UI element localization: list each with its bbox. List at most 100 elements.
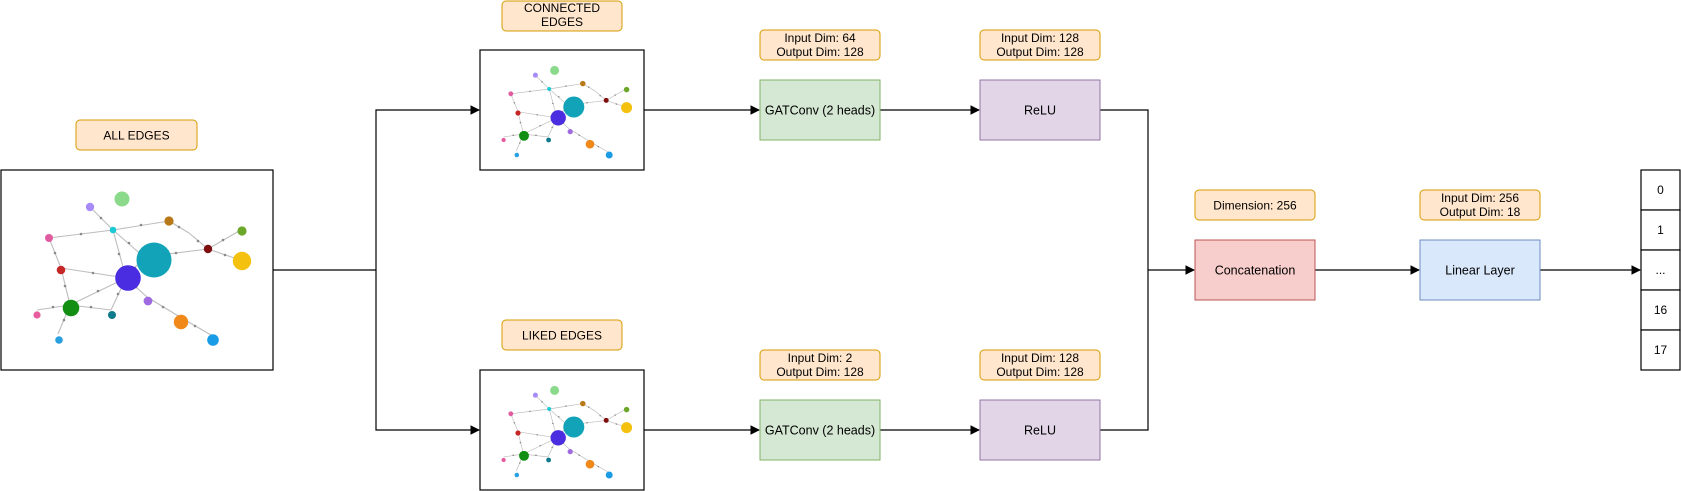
graph-node <box>207 334 219 346</box>
relu-bottom-block: ReLU <box>979 399 1101 461</box>
graph-nodes <box>501 385 633 479</box>
graph-node <box>56 265 66 275</box>
linear-layer-block: Linear Layer <box>1419 239 1541 301</box>
graph-node <box>114 191 130 207</box>
graph-node <box>164 216 174 226</box>
graph-node <box>563 416 585 438</box>
graph-node <box>550 385 560 395</box>
graph-node <box>623 86 630 93</box>
svg-text:Input Dim: 2: Input Dim: 2 <box>788 351 853 365</box>
graph-node <box>546 457 551 463</box>
svg-text:EDGES: EDGES <box>541 15 583 29</box>
graph-node <box>143 296 153 306</box>
graph-node <box>508 91 514 97</box>
graph-node <box>108 311 116 319</box>
svg-text:Output Dim: 128: Output Dim: 128 <box>996 45 1084 59</box>
connected-edges-label: CONNECTED EDGES <box>501 0 623 32</box>
svg-text:ReLU: ReLU <box>1024 424 1056 438</box>
svg-text:0: 0 <box>1657 183 1664 197</box>
graph-node <box>519 450 529 461</box>
svg-text:Input Dim: 128: Input Dim: 128 <box>1001 351 1079 365</box>
graph-node <box>501 457 506 463</box>
merge-top-connector <box>1100 109 1149 270</box>
branch-top-connector <box>375 105 480 270</box>
svg-text:1: 1 <box>1657 223 1664 237</box>
graph-node <box>514 472 520 478</box>
svg-text:Concatenation: Concatenation <box>1215 264 1296 278</box>
graph-node <box>563 96 585 118</box>
gatconv-bottom-dims-label: Input Dim: 2 Output Dim: 128 <box>759 349 881 381</box>
graph-node <box>62 299 80 317</box>
svg-text:Output Dim: 128: Output Dim: 128 <box>776 365 864 379</box>
svg-text:LIKED EDGES: LIKED EDGES <box>522 329 602 343</box>
gatconv-top-dims-label: Input Dim: 64 Output Dim: 128 <box>759 29 881 61</box>
graph-node <box>115 265 141 291</box>
graph-node <box>45 234 53 242</box>
graph-node <box>546 137 551 143</box>
graph-node <box>547 407 552 411</box>
svg-text:GATConv (2 heads): GATConv (2 heads) <box>765 424 875 438</box>
gatconv-bottom-block: GATConv (2 heads) <box>759 399 881 461</box>
svg-text:Output Dim: 18: Output Dim: 18 <box>1440 205 1521 219</box>
graph-node <box>580 400 586 407</box>
output-cell-ellipsis: ... <box>1640 249 1681 291</box>
all-edges-label: ALL EDGES <box>75 119 198 151</box>
svg-text:Output Dim: 128: Output Dim: 128 <box>776 45 864 59</box>
graph-node <box>85 202 95 212</box>
graph-node <box>603 97 609 103</box>
graph-node <box>514 152 520 158</box>
svg-text:Input Dim: 128: Input Dim: 128 <box>1001 31 1079 45</box>
graph-node <box>55 336 63 344</box>
all-edges-graph <box>0 169 274 371</box>
svg-text:GATConv (2 heads): GATConv (2 heads) <box>765 104 875 118</box>
output-cell-0: 0 <box>1640 169 1681 211</box>
graph-node <box>508 411 514 417</box>
merge-bottom-connector <box>1100 270 1149 431</box>
graph-node <box>585 459 595 469</box>
graph-node <box>550 65 560 75</box>
svg-text:16: 16 <box>1654 303 1668 317</box>
graph-node <box>605 151 613 159</box>
graph-node <box>109 226 117 234</box>
graph-node <box>532 392 538 398</box>
graph-node <box>621 422 633 434</box>
relu-top-block: ReLU <box>979 79 1101 141</box>
connector-lines <box>272 105 1641 435</box>
svg-text:Input Dim: 256: Input Dim: 256 <box>1441 191 1519 205</box>
graph-node <box>585 139 595 149</box>
graph-node <box>547 87 552 91</box>
concatenation-dims-label: Dimension: 256 <box>1194 189 1316 221</box>
graph-nodes <box>501 65 633 159</box>
svg-text:Linear Layer: Linear Layer <box>1445 264 1515 278</box>
graph-node <box>550 110 566 126</box>
output-cell-16: 16 <box>1640 289 1681 331</box>
graph-node <box>501 137 506 143</box>
concatenation-block: Concatenation <box>1194 239 1316 301</box>
svg-text:CONNECTED: CONNECTED <box>524 1 600 15</box>
graph-nodes <box>33 191 252 346</box>
relu-bottom-dims-label: Input Dim: 128 Output Dim: 128 <box>979 349 1101 381</box>
graph-node <box>605 471 613 479</box>
svg-text:...: ... <box>1655 263 1665 277</box>
output-vector: 0 1 ... 16 17 <box>1640 169 1681 371</box>
svg-text:ALL EDGES: ALL EDGES <box>103 129 169 143</box>
graph-node <box>519 130 529 141</box>
graph-node <box>203 244 213 254</box>
graph-node <box>33 311 41 319</box>
graph-node <box>515 110 521 116</box>
graph-node <box>567 448 573 455</box>
graph-node <box>173 314 189 330</box>
svg-text:17: 17 <box>1654 343 1668 357</box>
connected-edges-graph <box>479 49 645 171</box>
linear-dims-label: Input Dim: 256 Output Dim: 18 <box>1419 189 1541 221</box>
graph-node <box>515 430 521 436</box>
gatconv-top-block: GATConv (2 heads) <box>759 79 881 141</box>
svg-text:Output Dim: 128: Output Dim: 128 <box>996 365 1084 379</box>
graph-node <box>532 72 538 78</box>
graph-node <box>567 128 573 135</box>
graph-node <box>237 226 247 236</box>
branch-bottom-connector <box>375 270 480 435</box>
liked-edges-graph <box>479 369 645 491</box>
graph-node <box>623 406 630 413</box>
svg-text:Input Dim: 64: Input Dim: 64 <box>784 31 856 45</box>
